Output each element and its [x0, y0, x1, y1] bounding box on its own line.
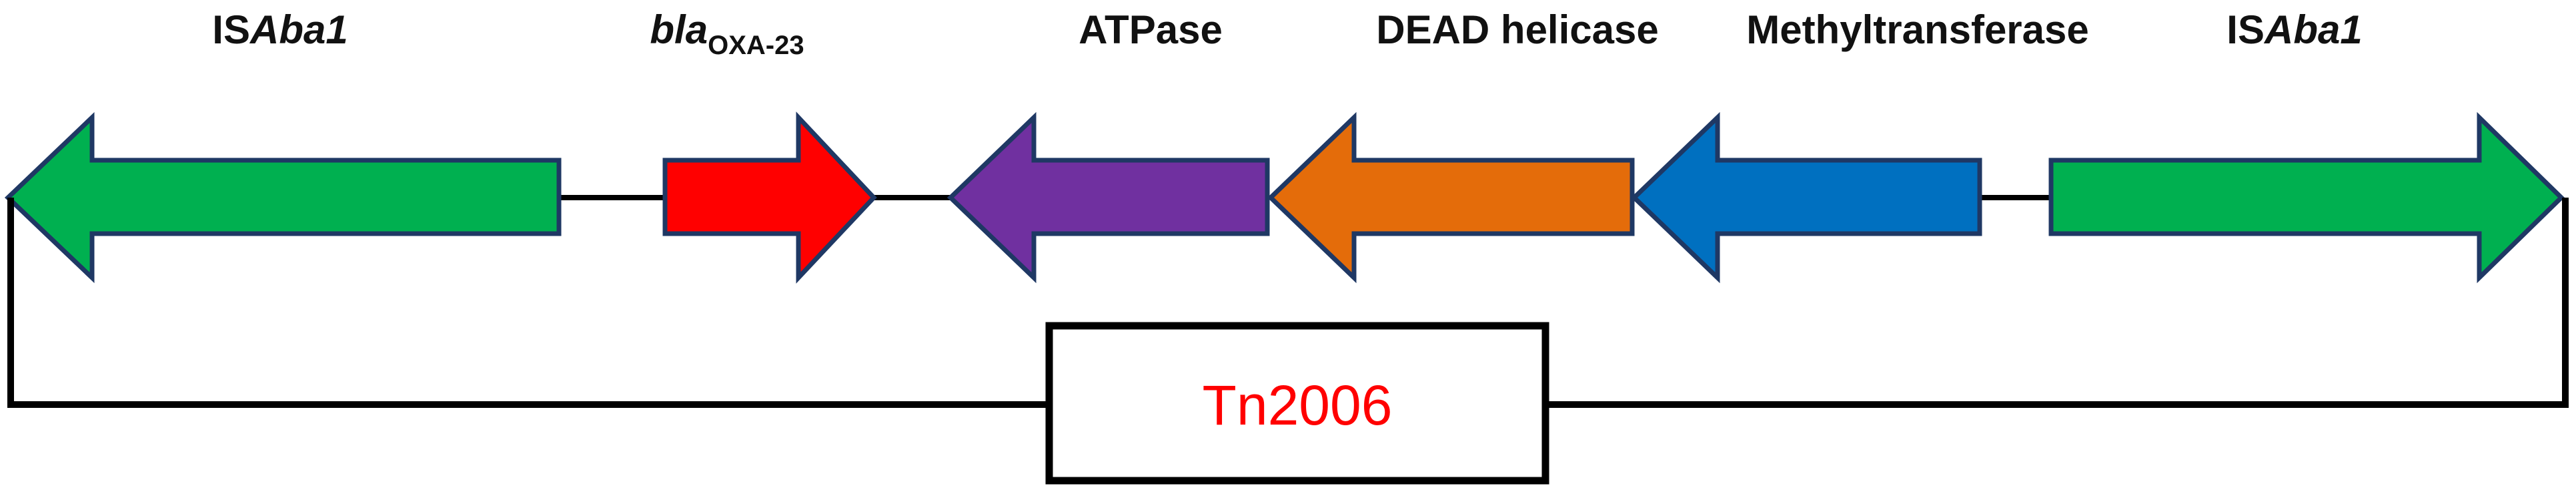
transposon-label: Tn2006	[1203, 374, 1393, 437]
gene-arrow-methyltransferase	[1630, 111, 1982, 284]
gene-arrow-isaba1-left	[4, 111, 562, 284]
gene-label-bla-oxa-23: blaOXA-23	[650, 7, 804, 60]
gene-label-dead-helicase: DEAD helicase	[1376, 7, 1659, 52]
gene-arrow-dead-helicase	[1267, 111, 1635, 284]
gene-arrow-bla-oxa-23	[662, 111, 877, 284]
gene-label-isaba1-right: ISAba1	[2226, 7, 2362, 52]
gene-arrow-atpase	[946, 111, 1270, 284]
gene-label-methyltransferase: Methyltransferase	[1746, 7, 2089, 52]
transposon-box	[1045, 322, 1549, 485]
gene-label-atpase: ATPase	[1079, 7, 1223, 52]
gene-arrow-isaba1-right	[2048, 111, 2565, 284]
gene-label-isaba1-left: ISAba1	[212, 7, 348, 52]
